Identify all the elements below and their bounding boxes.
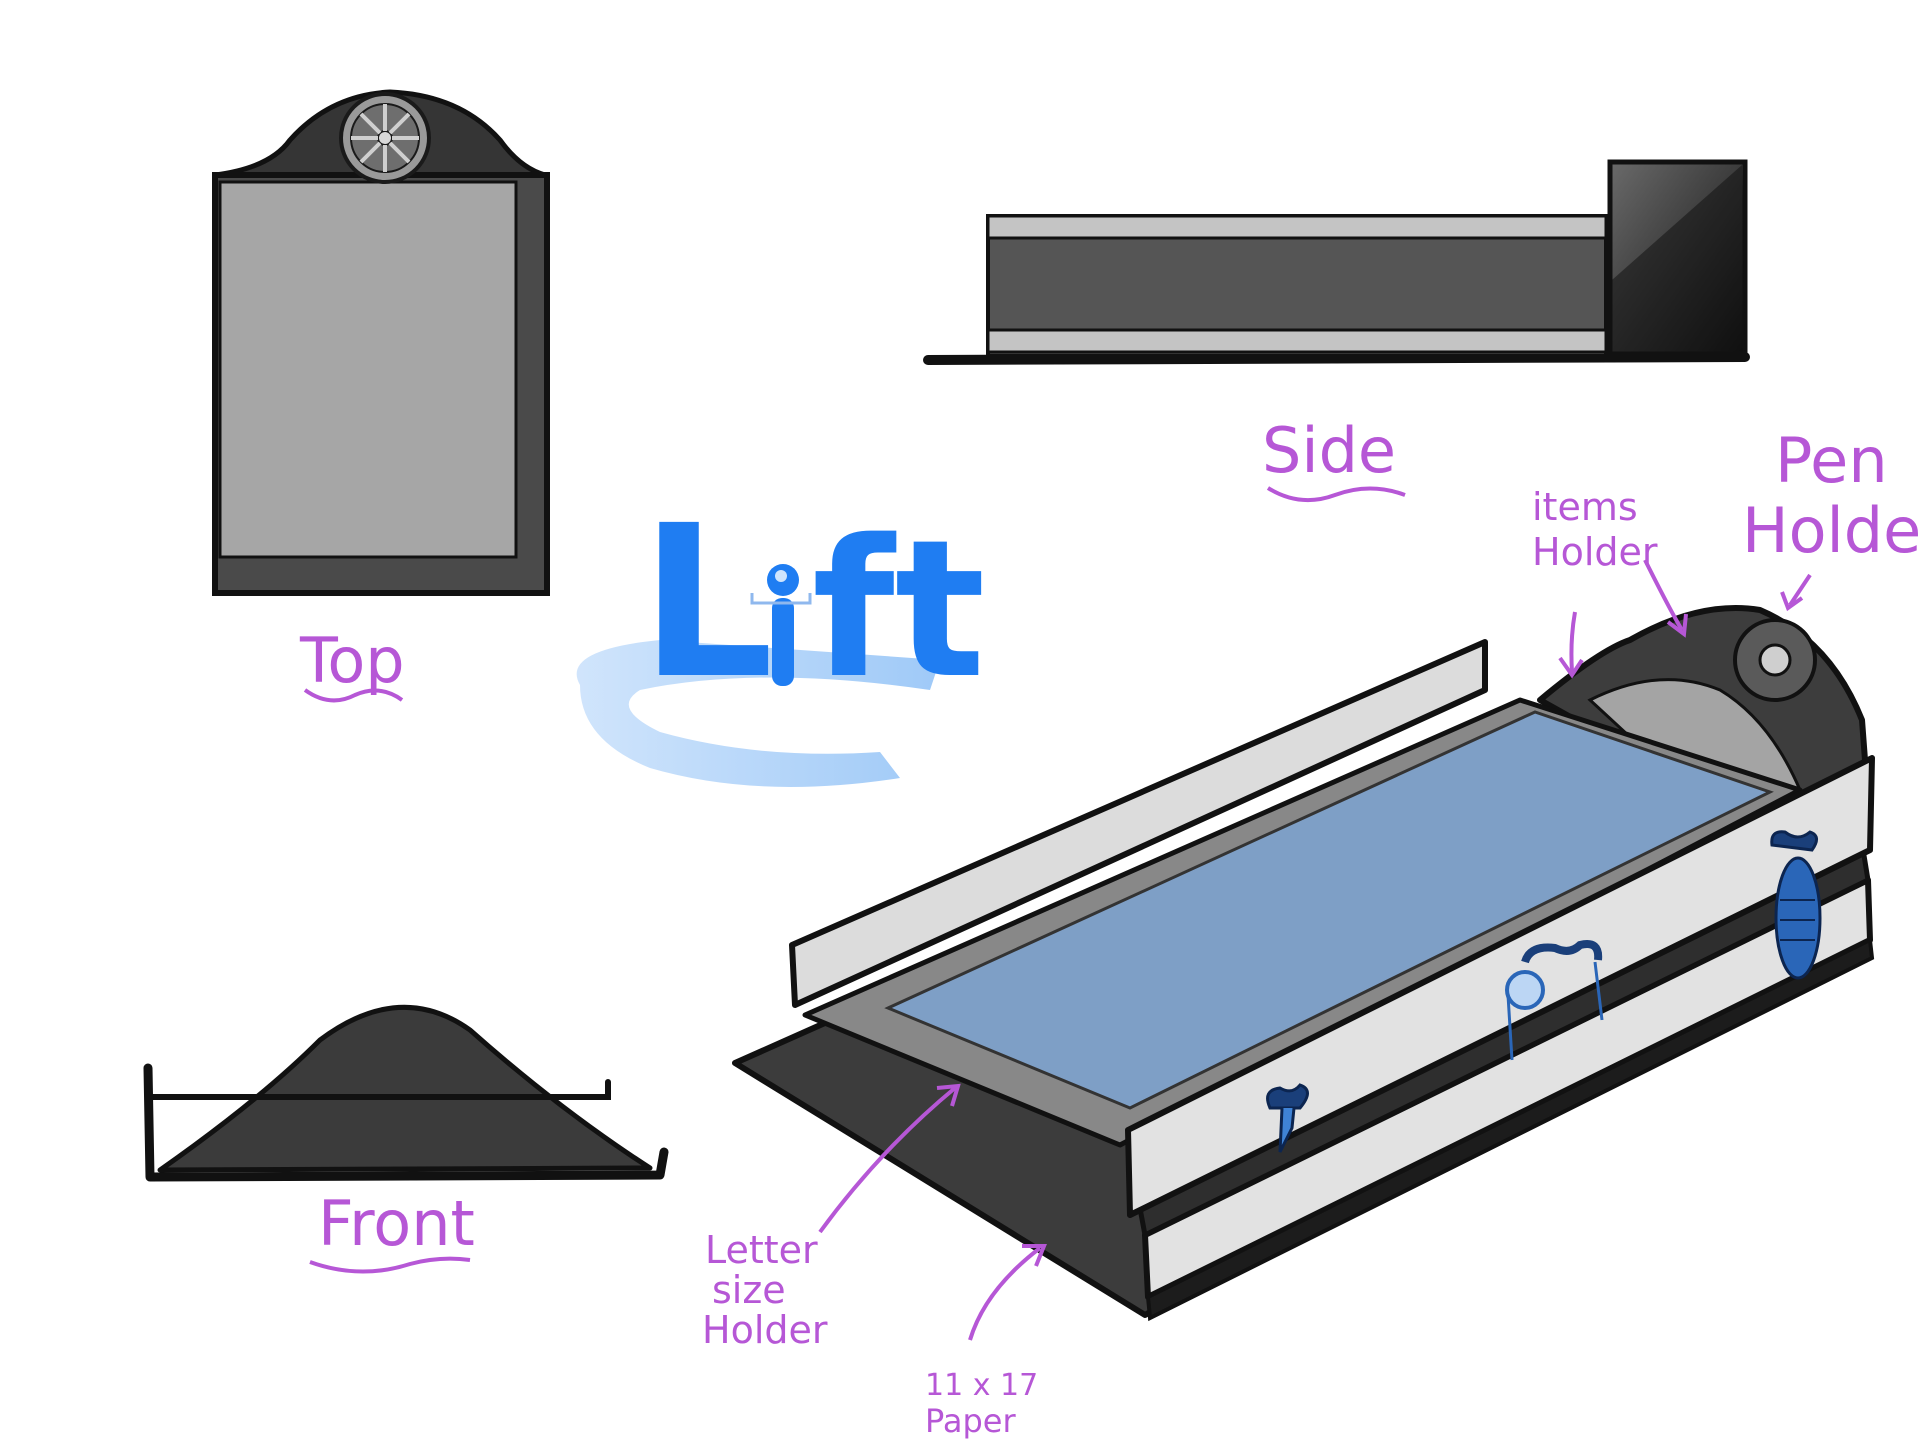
top-view-tray (218, 180, 518, 559)
paper-arrow (968, 1246, 1042, 1341)
logo-letters-ft: ft (812, 499, 986, 720)
letter-size-line1: Letter (705, 1228, 818, 1272)
pen-holder-line1: Pen (1775, 424, 1888, 497)
glasses-icon (1505, 940, 1604, 1061)
front-view-label: Front (318, 1187, 475, 1260)
callout-pen-holder: Pen Holder (1742, 424, 1920, 612)
pen-holder-arrow (1788, 573, 1812, 607)
lower-front-rail-face (1145, 936, 1875, 1322)
items-holder-arrow-2 (1569, 611, 1577, 673)
letter-tray-paper (884, 710, 1774, 1110)
callout-letter-size-holder: Letter size Holder (702, 1083, 961, 1352)
top-view-underline (303, 688, 404, 703)
back-rail (789, 639, 1488, 1008)
logo-letter-i (750, 564, 812, 686)
letter-size-line2: size (712, 1268, 786, 1312)
mask-icon (1770, 830, 1822, 980)
clip-icon (1266, 1083, 1309, 1153)
letter-size-line3: Holder (702, 1308, 828, 1352)
side-view: Side (923, 159, 1750, 503)
perspective-view (732, 605, 1875, 1322)
items-holder-line2: Holder (1532, 530, 1658, 574)
side-view-label: Side (1262, 414, 1396, 487)
paper-line2: Paper (925, 1402, 1016, 1440)
hood-fan-icon (1733, 618, 1817, 702)
callout-items-holder: items Holder (1532, 485, 1688, 679)
side-view-underline (1266, 486, 1406, 503)
side-view-bottom-rail (986, 328, 1608, 354)
items-holder-arrow-1 (1643, 559, 1684, 632)
side-view-top-rail (986, 214, 1608, 240)
front-view-dome (157, 1004, 653, 1173)
side-view-ground (923, 352, 1750, 365)
top-view: Top (212, 89, 550, 703)
fan-icon (339, 92, 431, 184)
front-view-upper-shelf (147, 1079, 611, 1100)
lift-logo: L ft (576, 480, 986, 787)
paper-line1: 11 x 17 (925, 1368, 1038, 1403)
logo-swoosh (576, 640, 940, 787)
front-view-base (143, 1063, 669, 1182)
callout-11x17-paper: 11 x 17 Paper (925, 1244, 1047, 1440)
pen-holder-line2: Holder (1742, 494, 1920, 567)
items-holder-line1: items (1532, 485, 1638, 529)
front-view: Front (143, 1004, 669, 1274)
top-view-label: Top (299, 624, 405, 697)
front-view-underline (309, 1256, 471, 1274)
letter-size-arrow (818, 1086, 957, 1234)
upper-front-rail (1125, 755, 1875, 1218)
